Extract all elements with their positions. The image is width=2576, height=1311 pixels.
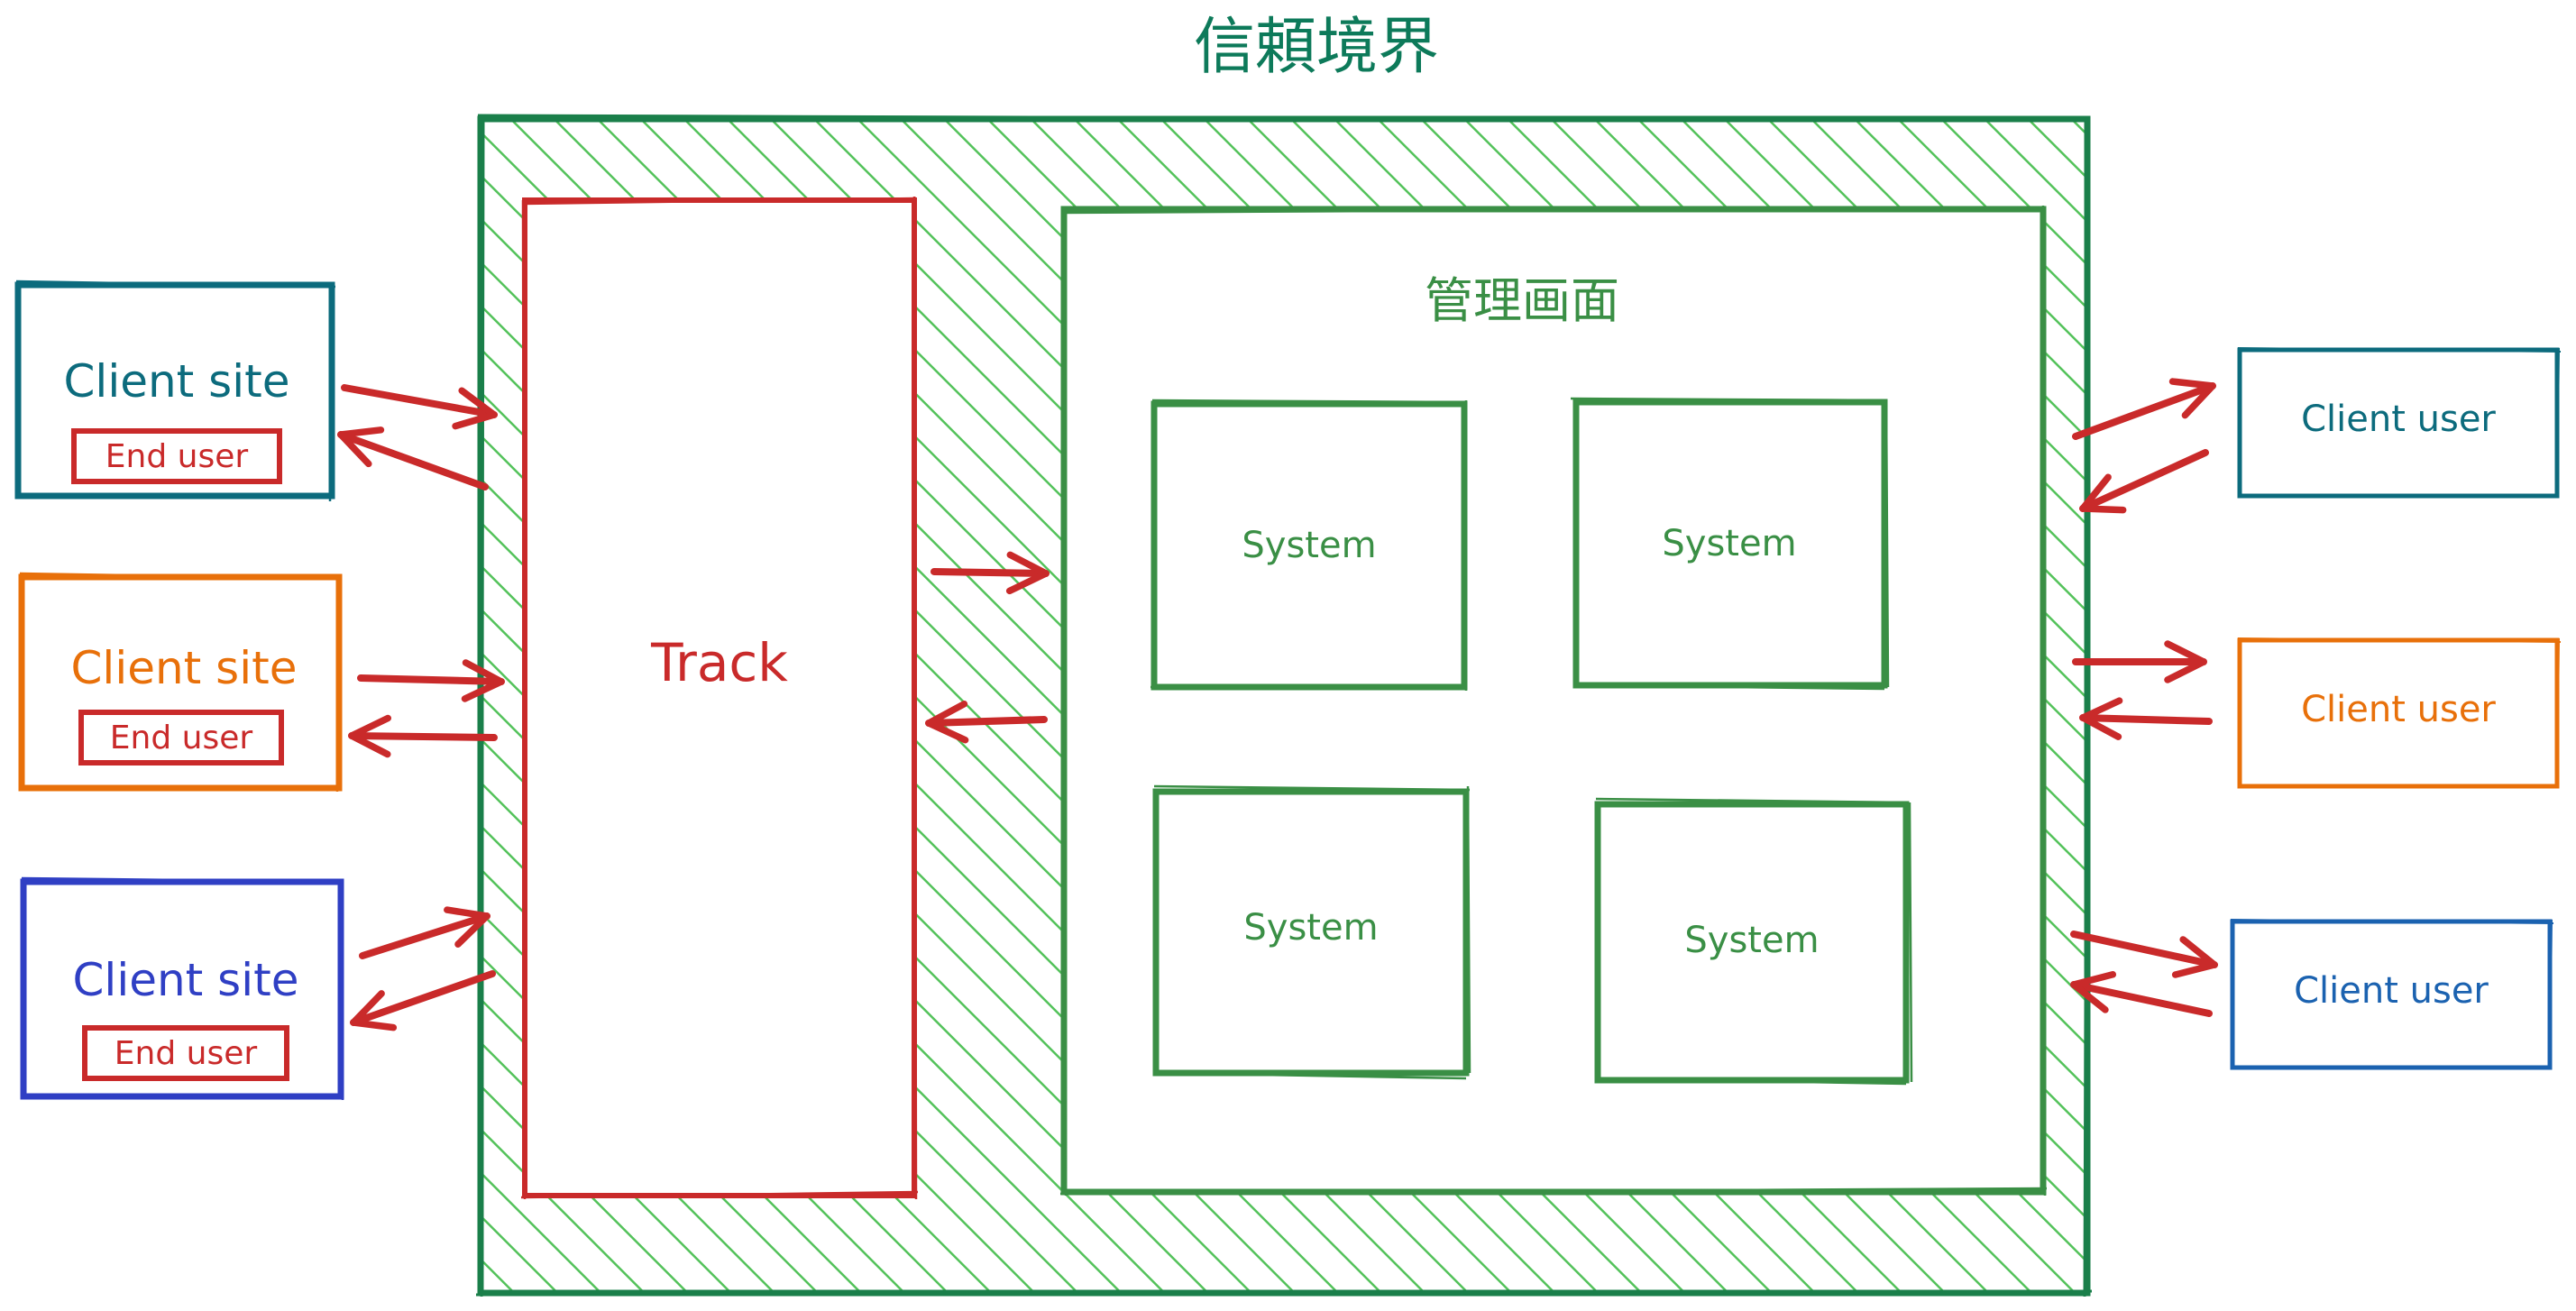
client-user-label: Client user — [2294, 970, 2489, 1012]
client-user-3: Client user — [2230, 919, 2554, 1070]
arrow-track-to-site2 — [348, 714, 498, 758]
client-site-3: Client site End user — [20, 876, 344, 1101]
client-user-label: Client user — [2301, 689, 2496, 730]
system-label: System — [1662, 523, 1796, 564]
arrow-to-client-user-1 — [2072, 378, 2216, 440]
arrow-from-client-user-2 — [2079, 697, 2213, 740]
client-site-1: Client site End user — [14, 280, 336, 502]
arrow-site2-to-track — [357, 659, 505, 702]
end-user-label: End user — [115, 1035, 258, 1072]
diagram-title: 信頼境界 — [1194, 12, 1439, 83]
system-box-4: System — [1594, 797, 1913, 1086]
client-site-label: Client site — [64, 355, 290, 408]
arrow-site1-to-track — [341, 384, 498, 430]
arrow-track-to-site1 — [337, 426, 489, 490]
end-user-label: End user — [105, 438, 249, 475]
arrow-from-client-user-1 — [2079, 449, 2209, 514]
arrow-to-client-user-3 — [2070, 931, 2218, 978]
end-user-label: End user — [110, 720, 253, 756]
client-site-label: Client site — [73, 954, 299, 1006]
system-box-3: System — [1152, 784, 1471, 1080]
client-user-1: Client user — [2237, 347, 2562, 499]
client-site-label: Client site — [71, 642, 298, 694]
track-box: Track — [520, 196, 919, 1200]
arrow-site3-to-track — [359, 906, 490, 959]
arrow-track-to-management — [930, 551, 1050, 595]
client-user-2: Client user — [2237, 637, 2562, 789]
management-label: 管理画面 — [1425, 272, 1619, 329]
system-label: System — [1684, 920, 1819, 961]
system-label: System — [1242, 525, 1376, 566]
arrow-from-client-user-3 — [2070, 971, 2213, 1017]
client-user-label: Client user — [2301, 399, 2496, 440]
system-box-2: System — [1570, 397, 1890, 691]
arrow-track-to-site3 — [350, 970, 496, 1031]
system-box-1: System — [1150, 399, 1468, 691]
client-site-2: Client site End user — [18, 572, 343, 793]
arrows — [337, 378, 2218, 1031]
arrow-management-to-track — [925, 701, 1048, 744]
system-label: System — [1243, 907, 1378, 949]
track-label: Track — [650, 632, 788, 693]
